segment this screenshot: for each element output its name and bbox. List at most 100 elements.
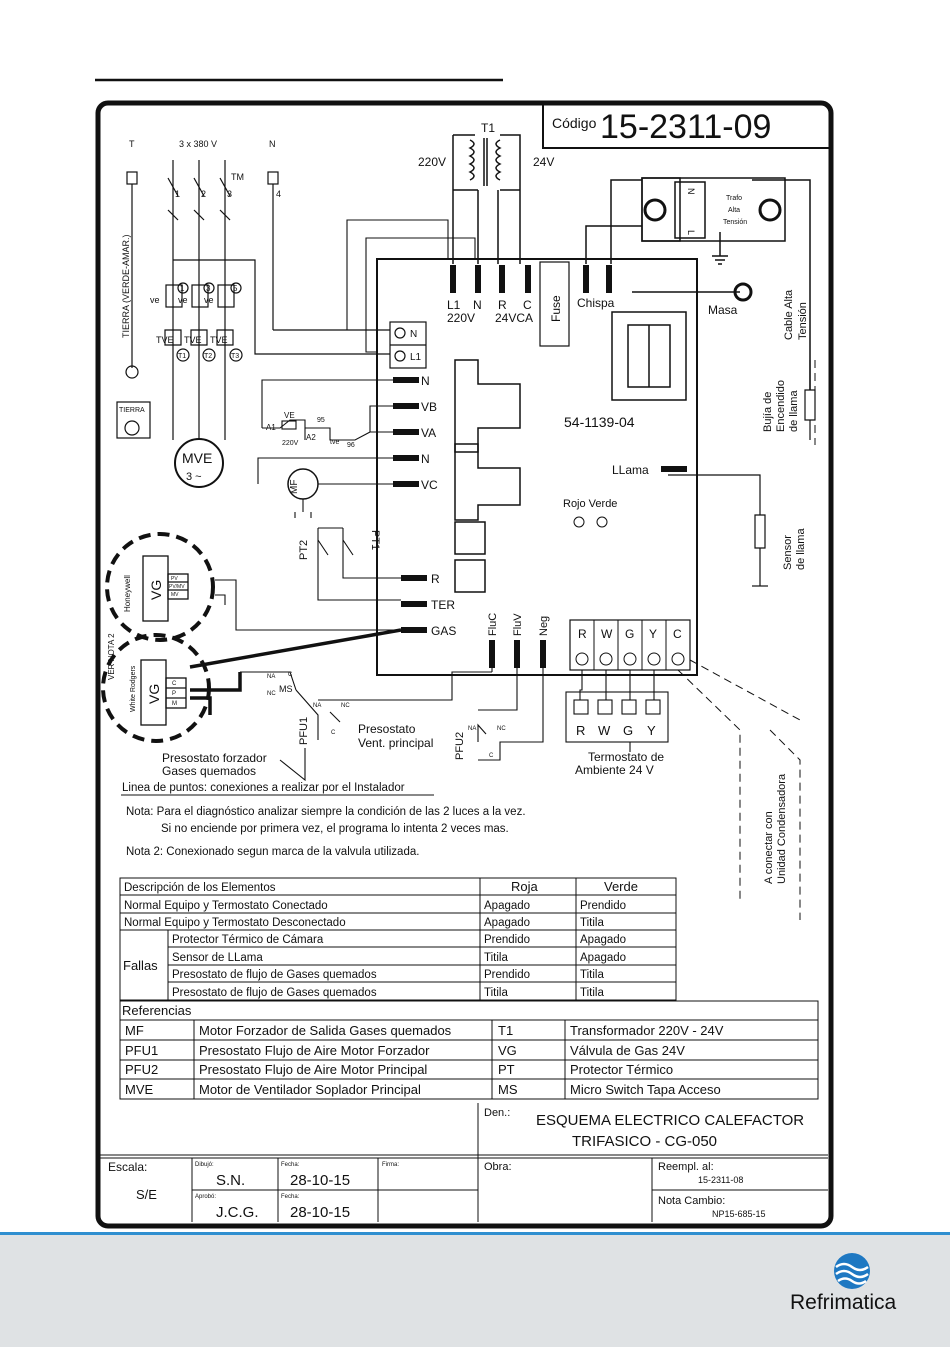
ve-label-2: ve xyxy=(178,295,188,305)
left-term-r: R xyxy=(431,572,440,586)
contact-num-3: 3 xyxy=(206,284,211,293)
control-board xyxy=(376,258,698,676)
mf-label: MF xyxy=(289,480,300,494)
ref1-code2: T1 xyxy=(498,1023,513,1038)
term-r-sub: 24VCA xyxy=(495,311,533,325)
tstat-term-r: R xyxy=(578,627,587,641)
therm-t2: T2 xyxy=(204,353,212,360)
gas-valves xyxy=(140,555,189,726)
status-row1-desc: Normal Equipo y Termostato Conectado xyxy=(124,900,328,912)
ms-na: NA xyxy=(267,674,275,680)
status-row1-verde: Prendido xyxy=(580,900,626,912)
tstat-term-c: C xyxy=(673,627,682,641)
power-section xyxy=(116,160,390,488)
ignition-labels: Trafo Alta Tensión N L xyxy=(686,188,747,235)
a2-label: A2 xyxy=(306,433,316,442)
bujia-label-3: de llama xyxy=(788,390,800,432)
bottom-neg: Neg xyxy=(538,616,550,636)
tstat-term-g: G xyxy=(625,627,634,641)
ref2-desc: Presostato Flujo de Aire Motor Forzador xyxy=(199,1043,430,1058)
tstat-box-w: W xyxy=(598,723,611,738)
note-line-2: Nota: Para el diagnóstico analizar siemp… xyxy=(126,806,526,818)
pfu2-label: PFU2 xyxy=(454,732,466,760)
ms-label: MS xyxy=(279,684,293,694)
term-c: C xyxy=(523,298,532,312)
pfu1-nc: NC xyxy=(341,703,350,709)
therm-t1: T1 xyxy=(178,353,186,360)
brand-name: Refrimatica xyxy=(790,1291,897,1314)
terminal-2: 2 xyxy=(201,189,206,199)
left-term-vc: VC xyxy=(421,478,438,492)
pfu1-c: C xyxy=(331,730,336,736)
tm-label: TM xyxy=(231,172,244,182)
ref3-desc2: Protector Térmico xyxy=(570,1062,673,1077)
falla3-roja: Prendido xyxy=(484,969,530,981)
tstat-label-2: Ambiente 24 V xyxy=(575,763,654,777)
condensadora-label-2: Unidad Condensadora xyxy=(776,773,788,884)
ref1-desc: Motor Forzador de Salida Gases quemados xyxy=(199,1023,452,1038)
left-term-n1: N xyxy=(421,374,430,388)
sensor-label-2: de llama xyxy=(795,528,807,570)
note-line-4: Nota 2: Conexionado segun marca de la va… xyxy=(126,846,419,858)
transformer-labels: T1 220V 24V xyxy=(418,121,554,169)
sensor-label-1: Sensor xyxy=(782,535,794,570)
falla3-desc: Presostato de flujo de Gases quemados xyxy=(172,969,377,981)
pfu1-na: NA xyxy=(313,703,321,709)
falla4-verde: Titila xyxy=(580,987,604,999)
ref2-desc2: Válvula de Gas 24V xyxy=(570,1043,685,1058)
ref4-desc2: Micro Switch Tapa Acceso xyxy=(570,1082,721,1097)
earth-box-label: TIERRA xyxy=(119,407,145,414)
left-term-va: VA xyxy=(421,426,436,440)
pfu2-na: NA xyxy=(468,726,476,732)
fuse-label: Fuse xyxy=(549,295,563,322)
escala-value: S/E xyxy=(136,1187,157,1202)
term-l1: L1 xyxy=(447,298,461,312)
status-header-verde: Verde xyxy=(604,879,638,894)
vg-white-rodgers: VG xyxy=(146,684,162,704)
supply-label: 3 x 380 V xyxy=(179,139,217,149)
power-labels: T 3 x 380 V N TM 1 2 3 4 TIERRA (VERDE-A… xyxy=(119,139,281,483)
left-term-gas: GAS xyxy=(431,624,456,638)
falla4-roja: Titila xyxy=(484,987,508,999)
tve-label-3: TVE xyxy=(210,335,228,345)
input-l1: L1 xyxy=(410,352,422,363)
bujia-label-1: Bujía de xyxy=(762,392,774,432)
fecha-label-2: Fecha: xyxy=(281,1194,300,1200)
refrimatica-logo: Refrimatica xyxy=(790,1253,897,1314)
tstat-label-1: Termostato de xyxy=(588,750,664,764)
n95-label: 95 xyxy=(317,417,325,424)
note-line-3: Si no enciende por primera vez, el progr… xyxy=(161,823,509,835)
vg-honeywell: VG xyxy=(148,580,164,600)
terminal-4: 4 xyxy=(276,189,281,199)
status-row2-roja: Apagado xyxy=(484,917,530,929)
status-header-roja: Roja xyxy=(511,879,539,894)
board-model: 54-1139-04 xyxy=(564,414,635,430)
fallas-label: Fallas xyxy=(123,958,158,973)
trafo-label-3: Tensión xyxy=(723,219,747,226)
tve-label-1: TVE xyxy=(156,335,174,345)
a1-label: A1 xyxy=(266,423,276,432)
status-row1-roja: Apagado xyxy=(484,900,530,912)
pt1-label: PT1 xyxy=(369,530,381,550)
status-table: Descripción de los Elementos Roja Verde … xyxy=(119,877,677,1001)
dibujo-label: Dibujó: xyxy=(195,1162,214,1168)
nota-cambio-value: NP15-685-15 xyxy=(712,1209,766,1219)
falla2-verde: Apagado xyxy=(580,952,626,964)
falla4-desc: Presostato de flujo de Gases quemados xyxy=(172,987,377,999)
status-row2-verde: Titila xyxy=(580,917,604,929)
falla1-roja: Prendido xyxy=(484,934,530,946)
contact-num-1: 1 xyxy=(180,284,185,293)
ref4-code: MVE xyxy=(125,1082,154,1097)
pfu2-c: C xyxy=(489,753,494,759)
right-side-devices xyxy=(668,360,816,587)
tstat-term-y: Y xyxy=(649,627,657,641)
bottom-fluc: FluC xyxy=(487,613,499,636)
references-table: Referencias MF Motor Forzador de Salida … xyxy=(119,1000,819,1100)
codigo-label: Código xyxy=(552,115,597,131)
therm-t3: T3 xyxy=(231,353,239,360)
right-side-labels: Cable Alta Tensión Bujía de Encendido de… xyxy=(762,289,809,884)
masa-label: Masa xyxy=(708,303,738,317)
firma-label: Firma: xyxy=(382,1162,399,1168)
tstat-box-r: R xyxy=(576,723,585,738)
